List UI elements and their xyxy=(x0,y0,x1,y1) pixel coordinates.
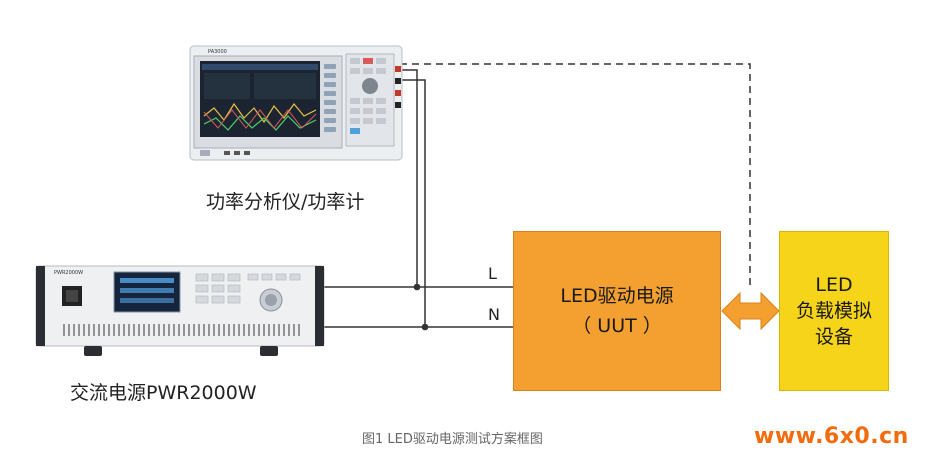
load-line-1: LED xyxy=(815,274,853,296)
uut-title: LED驱动电源 xyxy=(560,285,674,307)
site-watermark: www.6x0.cn xyxy=(754,424,909,449)
load-line-3: 设备 xyxy=(814,326,853,348)
n-line-label: N xyxy=(488,305,500,324)
ac-power-source-device: PWR2000W xyxy=(35,265,325,356)
load-line-2: 负载模拟 xyxy=(795,300,872,322)
junction-dot-l xyxy=(413,283,421,291)
led-driver-uut-box: LED驱动电源 （ UUT ） xyxy=(513,231,721,391)
power-analyzer-device: PA3000 xyxy=(189,45,403,161)
analyzer-model-label: PA3000 xyxy=(208,49,227,55)
power-source-label: 交流电源PWR2000W xyxy=(70,382,257,404)
junction-dot-n xyxy=(421,323,429,331)
source-model-label: PWR2000W xyxy=(54,270,83,276)
led-load-simulator-box: LED 负载模拟 设备 xyxy=(779,231,889,391)
comm-dashed-link xyxy=(400,63,751,288)
uut-subtitle: （ UUT ） xyxy=(572,315,662,337)
figure-caption: 图1 LED驱动电源测试方案框图 xyxy=(362,432,543,447)
probe-wire-1 xyxy=(400,69,418,287)
double-arrow-icon xyxy=(721,291,780,331)
analyzer-label: 功率分析仪/功率计 xyxy=(206,191,365,213)
l-line-label: L xyxy=(488,264,497,283)
probe-wire-2 xyxy=(400,79,426,327)
